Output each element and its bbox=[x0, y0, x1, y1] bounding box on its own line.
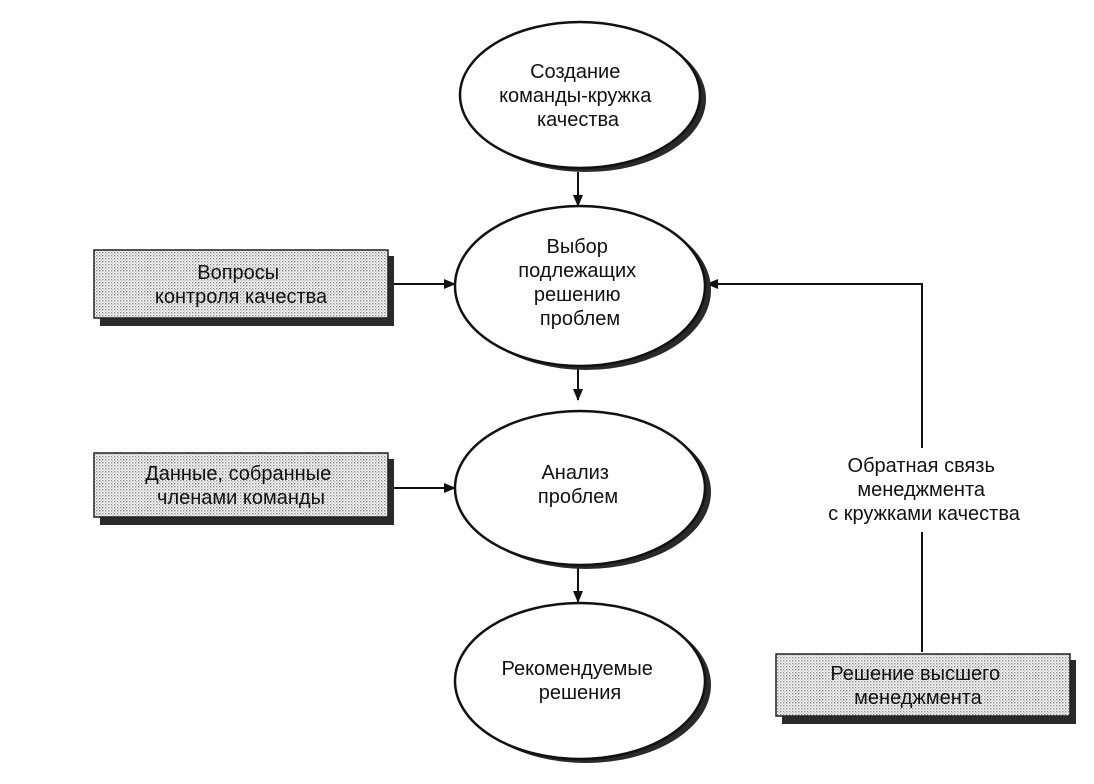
node-select-problems-line-3: решению bbox=[534, 284, 621, 306]
node-select-problems-line-2: подлежащих bbox=[518, 260, 636, 282]
feedback-label: Обратная связь менеджмента с кружками ка… bbox=[828, 455, 1021, 525]
node-analyze-problems: Анализ проблем bbox=[453, 409, 711, 569]
node-select-problems-line-4: проблем bbox=[540, 308, 620, 330]
feedback-label-line-2: менеджмента bbox=[857, 479, 986, 501]
node-create-team-line-3: качества bbox=[537, 109, 620, 131]
svg-text:Вопросы контроля качеств: Вопросы контроля качества bbox=[155, 262, 328, 308]
box-top-management-decision: Решение высшего менеджмента bbox=[775, 653, 1076, 724]
feedback-label-line-1: Обратная связь bbox=[848, 455, 995, 477]
node-analyze-problems-line-1: Анализ bbox=[541, 462, 609, 484]
node-select-problems: Выбор подлежащих решению проблем bbox=[453, 204, 711, 370]
box-top-management-line-2: менеджмента bbox=[854, 687, 983, 709]
box-quality-questions-line-1: Вопросы bbox=[197, 262, 279, 284]
svg-text:Анализ проблем: Анализ проблем bbox=[538, 462, 618, 508]
feedback-label-line-3: с кружками качества bbox=[828, 503, 1021, 525]
box-top-management-line-1: Решение высшего bbox=[830, 663, 1000, 685]
svg-text:Решение высшего менеджме: Решение высшего менеджмента bbox=[830, 663, 1005, 709]
node-create-team: Создание команды-кружка качества bbox=[458, 20, 706, 172]
node-recommended-solutions-line-1: Рекомендуемые bbox=[502, 658, 653, 680]
box-team-data-line-2: членами команды bbox=[157, 487, 325, 509]
box-team-data: Данные, собранные членами команды bbox=[93, 452, 394, 525]
node-recommended-solutions: Рекомендуемые решения bbox=[453, 601, 711, 763]
node-analyze-problems-line-2: проблем bbox=[538, 486, 618, 508]
node-create-team-line-2: команды-кружка bbox=[499, 85, 652, 107]
svg-text:Выбор подлежащих р: Выбор подлежащих решению проблем bbox=[518, 236, 641, 330]
feedback-label-background bbox=[820, 448, 1030, 532]
svg-text:Данные, собранные членам: Данные, собранные членами команды bbox=[145, 463, 337, 509]
node-create-team-line-1: Создание bbox=[530, 61, 620, 83]
svg-text:Рекомендуемые решения: Рекомендуемые решения bbox=[502, 658, 659, 704]
box-quality-questions: Вопросы контроля качества bbox=[93, 249, 394, 326]
box-team-data-line-1: Данные, собранные bbox=[145, 463, 331, 485]
box-quality-questions-line-2: контроля качества bbox=[155, 286, 328, 308]
node-recommended-solutions-line-2: решения bbox=[539, 682, 621, 704]
svg-text:Создание команды-кружка: Создание команды-кружка качества bbox=[499, 61, 657, 131]
node-select-problems-line-1: Выбор bbox=[547, 236, 608, 258]
